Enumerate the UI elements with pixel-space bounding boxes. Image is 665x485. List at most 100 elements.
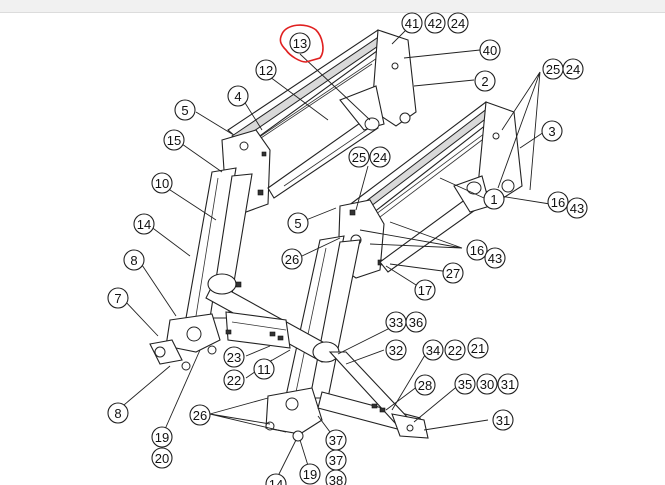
- right-top-mount-plate: [477, 101, 523, 201]
- callout-3: 3: [541, 120, 563, 142]
- callout-number: 30: [480, 377, 494, 392]
- callout-number: 25: [546, 62, 560, 77]
- callout-circle: [483, 188, 505, 210]
- callout-number: 37: [329, 453, 343, 468]
- callout-34: 34: [422, 339, 444, 361]
- callout-circle: [447, 12, 469, 34]
- callout-circle: [484, 247, 506, 269]
- callout-42: 42: [424, 12, 446, 34]
- callout-number: 41: [405, 16, 419, 31]
- callout-circle: [189, 404, 211, 426]
- callout-circle: [405, 311, 427, 333]
- callout-19: 19: [151, 426, 173, 448]
- callout-number: 28: [418, 378, 432, 393]
- callout-37: 37: [325, 449, 347, 471]
- callout-14: 14: [133, 213, 155, 235]
- callout-number: 22: [448, 343, 462, 358]
- callout-12: 12: [255, 59, 277, 81]
- callout-number: 26: [285, 252, 299, 267]
- callout-number: 3: [548, 124, 555, 139]
- callout-number: 24: [451, 16, 465, 31]
- right-lower-bracket: [265, 387, 323, 435]
- callout-11: 11: [253, 358, 275, 380]
- callout-circle: [107, 402, 129, 424]
- cross-tube-assembly: [205, 273, 429, 439]
- right-boom-arm: [265, 101, 523, 442]
- callout-circle: [479, 39, 501, 61]
- callout-number: 7: [114, 291, 121, 306]
- viewer-top-bar: [0, 0, 665, 13]
- callout-number: 15: [167, 133, 181, 148]
- callout-13: 13: [289, 32, 311, 54]
- callout-circle: [348, 146, 370, 168]
- callout-19: 19: [299, 463, 321, 485]
- callout-circle: [107, 287, 129, 309]
- callout-37: 37: [325, 429, 347, 451]
- callout-circle: [422, 339, 444, 361]
- callout-number: 8: [114, 406, 121, 421]
- callout-17: 17: [414, 279, 436, 301]
- callout-40: 40: [479, 39, 501, 61]
- callout-circle: [174, 99, 196, 121]
- callout-circle: [401, 12, 423, 34]
- callout-number: 5: [294, 216, 301, 231]
- callout-circle: [299, 463, 321, 485]
- callout-circle: [474, 70, 496, 92]
- callout-circle: [281, 248, 303, 270]
- callout-41: 41: [401, 12, 423, 34]
- frame-mount-plate: [225, 311, 291, 349]
- callout-number: 14: [137, 217, 151, 232]
- callout-circle: [265, 473, 287, 485]
- callout-circle: [541, 120, 563, 142]
- callout-2: 2: [474, 70, 496, 92]
- callout-number: 11: [257, 362, 271, 377]
- callout-number: 16: [470, 243, 484, 258]
- callout-circle: [151, 447, 173, 469]
- callout-23: 23: [223, 346, 245, 368]
- callout-number: 43: [488, 251, 502, 266]
- callout-31: 31: [492, 409, 514, 431]
- callout-number: 1: [490, 192, 497, 207]
- callout-27: 27: [442, 262, 464, 284]
- callout-number: 2: [481, 74, 488, 89]
- callout-number: 34: [426, 343, 440, 358]
- callout-22: 22: [223, 369, 245, 391]
- callout-circle: [123, 249, 145, 271]
- callout-5: 5: [174, 99, 196, 121]
- callout-number: 43: [570, 201, 584, 216]
- callout-24: 24: [562, 58, 584, 80]
- callout-32: 32: [385, 339, 407, 361]
- callout-number: 19: [303, 467, 317, 482]
- callout-number: 42: [428, 16, 442, 31]
- callout-number: 12: [259, 63, 273, 78]
- callout-number: 24: [373, 150, 387, 165]
- callout-number: 8: [130, 253, 137, 268]
- callout-30: 30: [476, 373, 498, 395]
- callout-circle: [424, 12, 446, 34]
- callout-circle: [476, 373, 498, 395]
- callout-circle: [497, 373, 519, 395]
- callout-number: 22: [227, 373, 241, 388]
- callout-number: 24: [566, 62, 580, 77]
- callout-circle: [454, 373, 476, 395]
- callout-number: 35: [458, 377, 472, 392]
- callout-33: 33: [385, 311, 407, 333]
- callout-number: 5: [181, 103, 188, 118]
- callout-16: 16: [466, 239, 488, 261]
- cross-tube-left-end: [207, 273, 237, 295]
- callout-number: 16: [551, 195, 565, 210]
- callout-number: 13: [293, 36, 307, 51]
- callout-circle: [414, 374, 436, 396]
- callout-circle: [163, 129, 185, 151]
- callout-22: 22: [444, 339, 466, 361]
- callout-number: 21: [471, 341, 485, 356]
- callout-number: 10: [155, 176, 169, 191]
- callout-1: 1: [483, 188, 505, 210]
- callout-number: 31: [496, 413, 510, 428]
- callout-38: 38: [325, 469, 347, 485]
- left-diagonal-brace: [267, 115, 379, 199]
- callout-7: 7: [107, 287, 129, 309]
- callout-25: 25: [348, 146, 370, 168]
